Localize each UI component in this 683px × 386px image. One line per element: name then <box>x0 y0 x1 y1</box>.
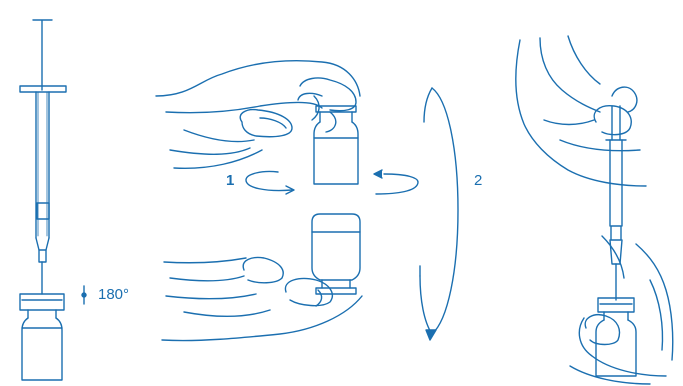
step-one-label: 1 <box>226 172 235 189</box>
syringe-right <box>605 105 627 301</box>
step-two-label: 2 <box>474 172 483 189</box>
rotate-arrow-right <box>373 169 419 195</box>
syringe-left <box>19 19 67 295</box>
hand-right-top <box>515 35 647 187</box>
hand-bottom <box>161 256 363 342</box>
vial-top <box>313 105 359 185</box>
rotation-degree-label: 180° <box>98 286 130 303</box>
vial-bottom <box>311 213 361 295</box>
rotate-arrow-vertical <box>419 87 459 341</box>
rotate-arrow-left <box>245 170 295 195</box>
hand-top <box>155 60 361 170</box>
vial-right <box>595 297 637 377</box>
hand-right-bottom <box>569 235 674 385</box>
vial-left <box>19 293 65 381</box>
rotation-marker <box>81 285 87 305</box>
